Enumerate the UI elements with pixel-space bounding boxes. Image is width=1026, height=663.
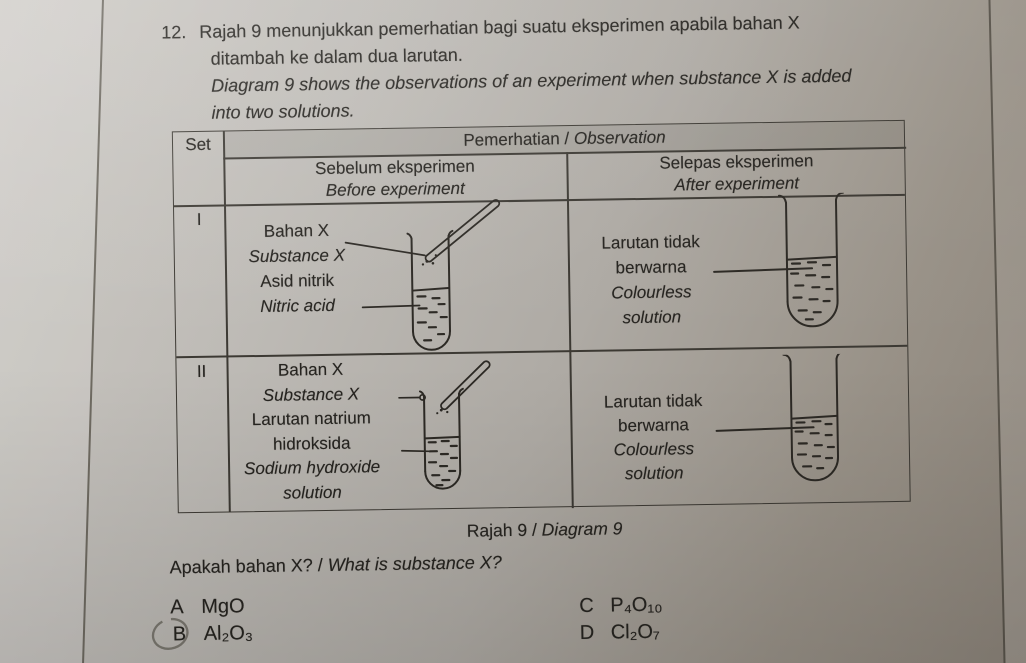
option-formula: Al₂O₃ [203,622,254,645]
liquid-surface [413,288,448,291]
liquid-dashes [795,421,834,469]
test-tube-icon [779,193,845,327]
liquid-dashes [791,262,833,320]
text-line: Larutan natrium [251,408,372,430]
liquid-dashes [429,441,458,485]
text-line: Bahan X [277,359,344,380]
prompt-en: What is substance X? [327,552,503,575]
liquid-surface [426,437,460,439]
liquid-surface [788,257,836,260]
intro-en-2: into two solutions. [211,100,355,123]
header-observation-en: Observation [573,127,666,149]
text-line: Sodium hydroxide [243,457,381,479]
pointer-line [346,241,426,307]
option-letter: D [579,621,595,644]
answer-circle-annotation [151,617,189,650]
question-intro: 12. Rajah 9 menunjukkan pemerhatian bagi … [161,8,923,128]
test-tube-icon [420,389,465,489]
powder-dots [436,408,449,415]
powder-dots [421,254,437,266]
text-line: solution [283,482,342,503]
spatula-icon [425,200,500,262]
liquid-surface [792,416,836,419]
drawing-row1-after [698,192,880,345]
drawing-row2-before [380,352,572,505]
set-label-1: I [196,209,202,229]
test-tube-icon [783,353,845,481]
question-number: 12. [161,22,187,43]
caption-ms: Rajah 9 / [466,519,542,541]
spatula-icon [440,361,490,409]
option-letter: C [579,594,594,617]
set-label-2: II [196,361,207,381]
header-after-experiment: Selepas eksperimen After experiment [566,149,907,198]
test-tube-icon [407,231,454,350]
option-formula: Cl₂O₇ [610,620,661,644]
pointer-line [714,268,812,272]
text-line: hidroksida [272,433,351,454]
row2-before-text: Bahan X Substance X Larutan natrium hidr… [222,357,400,507]
diagram-caption: Rajah 9 / Diagram 9 [178,514,911,547]
question-prompt: Apakah bahan X? / What is substance X? [170,552,503,578]
option-d: D Cl₂O₇ [580,621,660,645]
text-line: Substance X [262,383,360,405]
liquid-dashes [417,296,447,340]
header-set: Set [185,134,211,155]
drawing-row2-after [700,353,882,501]
caption-en: Diagram 9 [541,518,623,540]
drawing-row1-before [338,193,561,358]
option-c: C P₄O₁₀ [579,594,662,618]
pointer-line [717,427,814,431]
header-observation-ms: Pemerhatian / [463,129,575,150]
prompt-ms: Apakah bahan X? / [169,554,328,578]
intro-ms-1: Rajah 9 menunjukkan pemerhatian bagi sua… [199,12,800,42]
option-formula: MgO [201,595,245,618]
intro-ms-2: ditambah ke dalam dua larutan. [210,44,463,69]
option-formula: P₄O₁₀ [610,593,663,617]
